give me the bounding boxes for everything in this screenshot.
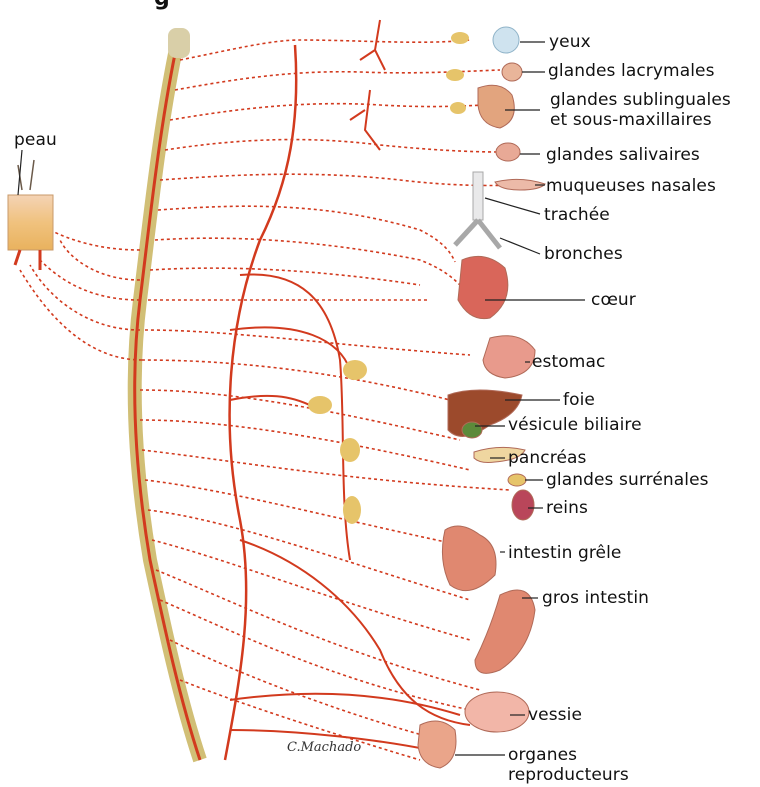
spinal-cord [135, 30, 200, 760]
label-yeux: yeux [549, 32, 591, 52]
sympathetic-chain [225, 45, 296, 760]
label-glandes-surrenales: glandes surrénales [546, 470, 709, 490]
label-glandes-sublinguales: glandes sublinguales [550, 90, 731, 110]
ganglia [308, 32, 469, 524]
organs [418, 27, 545, 768]
label-estomac: estomac [532, 352, 605, 372]
label-organes: organes [508, 745, 577, 765]
label-pancreas: pancréas [508, 448, 586, 468]
label-trachee: trachée [544, 205, 610, 225]
skin-block [8, 160, 53, 270]
label-bronches: bronches [544, 244, 623, 264]
label-intestin-grele: intestin grêle [508, 543, 622, 563]
cranial-branches [350, 20, 385, 150]
label-muqueuses-nasales: muqueuses nasales [546, 176, 716, 196]
label-coeur: cœur [591, 290, 636, 310]
label-gros-intestin: gros intestin [542, 588, 649, 608]
label-sous-maxillaires: et sous-maxillaires [550, 110, 712, 130]
label-reins: reins [546, 498, 588, 518]
label-reproducteurs: reproducteurs [508, 765, 629, 785]
label-glandes-lacrymales: glandes lacrymales [548, 61, 715, 81]
label-vesicule-biliaire: vésicule biliaire [508, 415, 642, 435]
label-foie: foie [563, 390, 595, 410]
spinal-cord-top [168, 28, 190, 58]
dotted-nerves [20, 40, 515, 760]
label-glandes-salivaires: glandes salivaires [546, 145, 700, 165]
label-vessie: vessie [528, 705, 582, 725]
artist-signature: C.Machado [287, 740, 361, 755]
label-peau: peau [14, 130, 57, 150]
